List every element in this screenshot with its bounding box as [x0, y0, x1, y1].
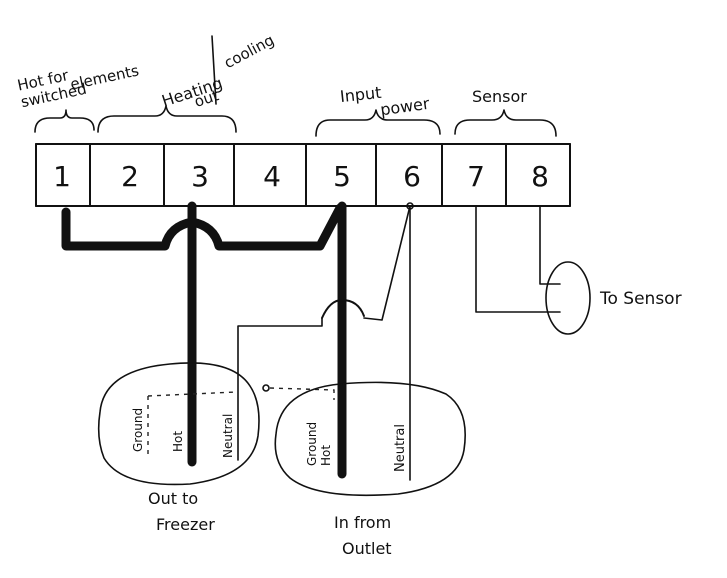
freezer-caption-line2: Freezer — [156, 515, 215, 534]
outlet-ground-label: Ground — [305, 422, 319, 466]
outlet-caption-line2: Outlet — [342, 539, 392, 558]
outlet-plug: Ground Hot Neutral — [274, 381, 466, 497]
sensor-caption: To Sensor — [599, 289, 682, 309]
ground-connection — [147, 387, 335, 400]
neutral-branch — [363, 205, 411, 321]
terminal-5: 5 — [333, 160, 351, 193]
sensor-wire-7 — [475, 205, 561, 313]
slash-divider — [211, 35, 217, 105]
outlet-neutral-label: Neutral — [393, 424, 408, 472]
terminal-block-outline — [35, 143, 571, 207]
label-cooling: cooling — [221, 31, 277, 72]
terminal-block: 1 2 3 4 5 6 7 8 — [35, 143, 571, 207]
label-hot-switched: Hot for switched elements — [16, 61, 141, 111]
terminal-7: 7 — [467, 160, 485, 193]
outlet-plug-outline — [274, 381, 466, 497]
terminal-4: 4 — [263, 160, 281, 193]
freezer-ground-label: Ground — [131, 408, 145, 452]
label-input-power: Input power — [339, 83, 431, 120]
terminal-1: 1 — [53, 160, 71, 193]
label-power: power — [379, 94, 431, 120]
freezer-plug-outline — [97, 362, 260, 486]
thin-wires — [237, 202, 561, 481]
label-hot-switched-line3: elements — [69, 61, 141, 93]
brace-sensor — [454, 109, 557, 137]
brace-input-power — [315, 109, 441, 137]
freezer-plug: Ground Hot Neutral — [97, 362, 260, 486]
brace-hot-switched — [34, 109, 95, 133]
jumper-wire-1-to-5 — [61, 203, 345, 251]
freezer-caption-line1: Out to — [148, 489, 198, 508]
ground-node — [262, 384, 270, 392]
freezer-neutral-label: Neutral — [221, 414, 235, 458]
terminal-8: 8 — [531, 160, 549, 193]
sensor-connector — [545, 261, 591, 335]
brace-heating-cooling — [97, 105, 237, 133]
label-heating-cooling: Heating out cooling — [159, 31, 277, 111]
sensor-wire-8 — [539, 205, 561, 285]
terminal-2: 2 — [121, 160, 139, 193]
label-input: Input — [339, 83, 382, 106]
terminal-6-node — [406, 202, 414, 210]
thick-wires — [61, 201, 365, 479]
freezer-hot-label: Hot — [171, 431, 185, 452]
wire-hop-arc — [321, 299, 365, 319]
outlet-caption-line1: In from — [334, 513, 391, 532]
terminal-3: 3 — [191, 160, 209, 193]
label-sensor: Sensor — [472, 87, 527, 106]
terminal-6: 6 — [403, 160, 421, 193]
neutral-wire-freezer — [237, 317, 323, 461]
outlet-hot-label: Hot — [319, 445, 333, 466]
